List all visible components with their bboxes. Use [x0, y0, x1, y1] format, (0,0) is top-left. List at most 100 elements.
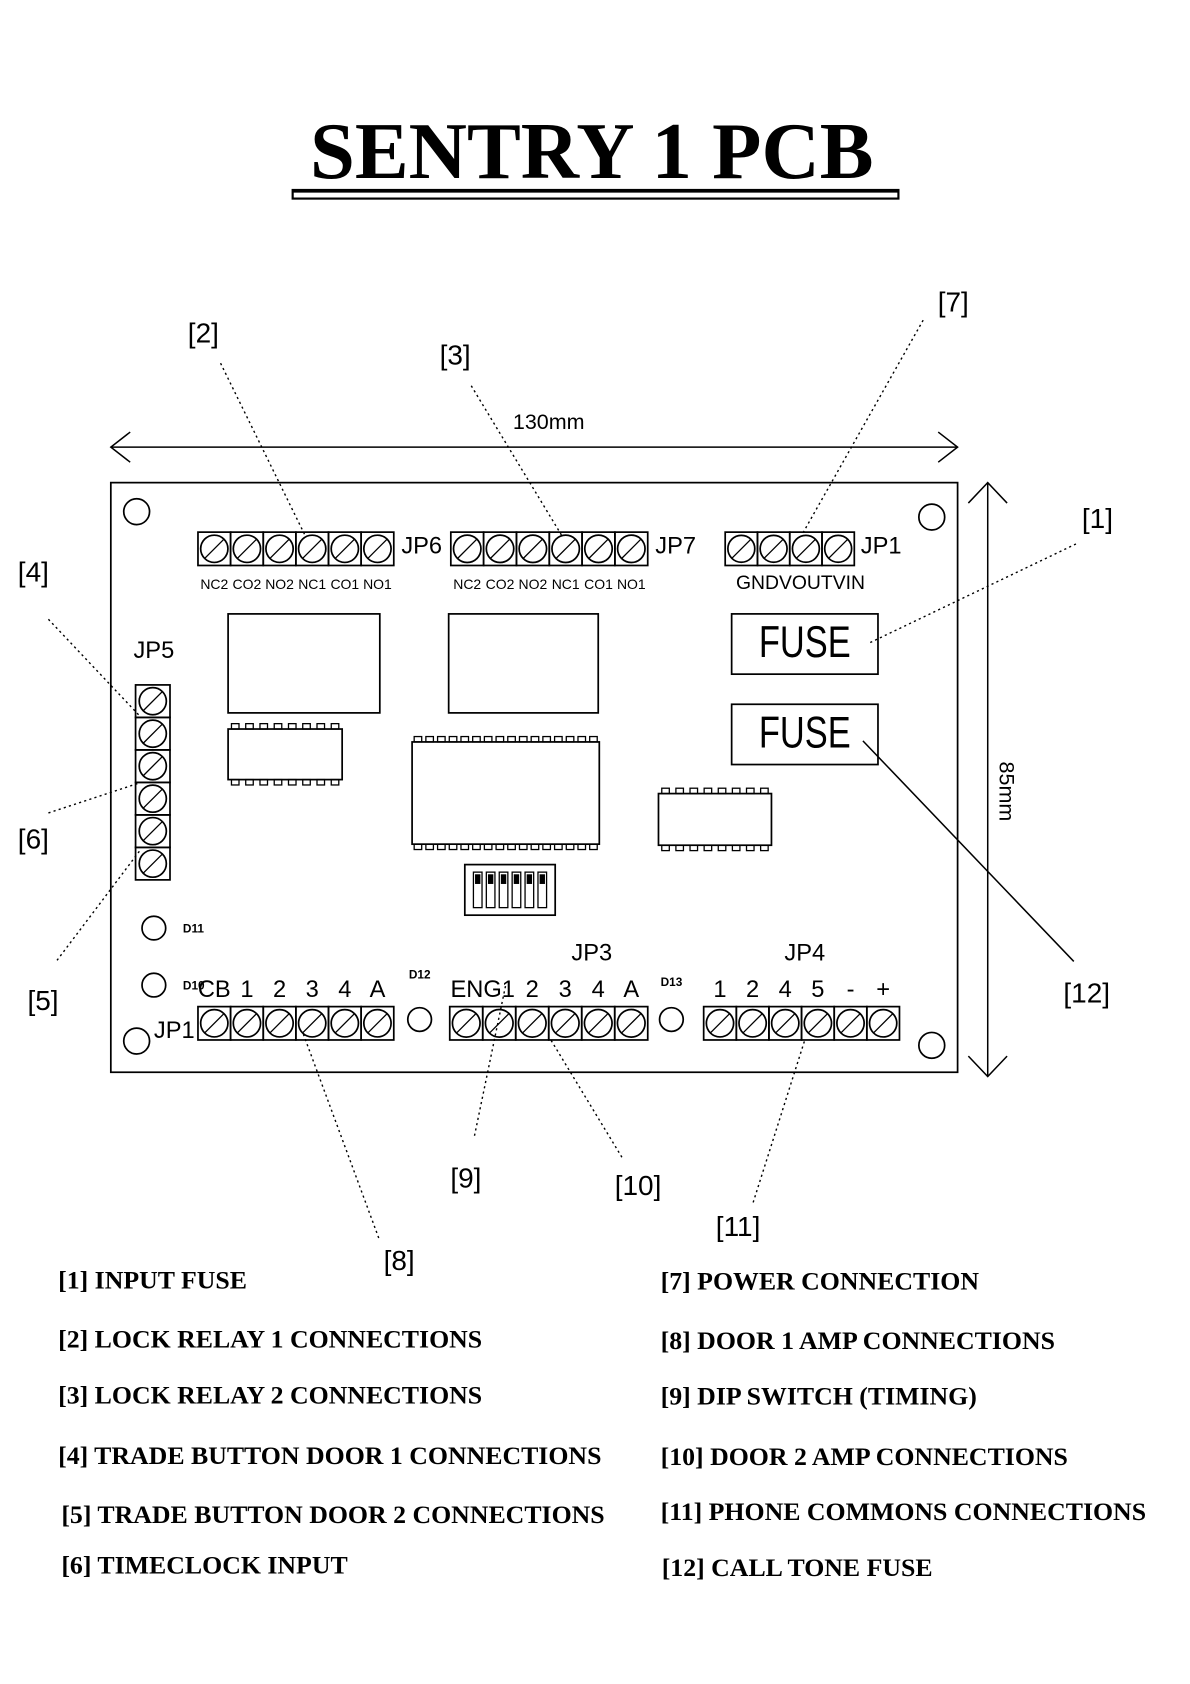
terminal-screw — [551, 534, 581, 564]
ic-pin — [302, 723, 311, 730]
callout-6: [6] — [18, 823, 49, 854]
ic-pin — [703, 844, 713, 852]
terminal-cell — [134, 846, 171, 881]
legend-item: [2] LOCK RELAY 1 CONNECTIONS — [58, 1325, 482, 1354]
dip-switch-lever — [537, 871, 548, 909]
dip-switch-lever — [498, 871, 509, 909]
ic-pin — [530, 735, 540, 743]
jp6-pin-label: NO2 — [265, 576, 294, 592]
screw-slot — [142, 756, 163, 777]
screw-slot — [807, 1013, 828, 1034]
ic-pin — [745, 844, 755, 852]
jp6-pin-label: NC2 — [200, 576, 228, 592]
ic-pin — [689, 787, 699, 795]
screw-slot — [588, 538, 609, 559]
callout-12: [12] — [1063, 977, 1110, 1008]
terminal-screw — [583, 534, 614, 564]
height-arrow-bottom — [967, 1055, 1008, 1078]
legend-item: [6] TIMECLOCK INPUT — [61, 1551, 347, 1580]
ic-pin — [507, 843, 516, 851]
jp4-label: JP4 — [784, 940, 825, 966]
jp7-pin-label: NC1 — [552, 576, 580, 592]
screw-slot — [236, 1013, 258, 1034]
jp1-door-pin-label: CB — [198, 977, 231, 1003]
relay-2 — [447, 613, 600, 714]
led-d12-body — [406, 1006, 433, 1033]
screw-slot — [621, 1013, 642, 1034]
terminal-cell — [614, 531, 649, 567]
jp1-door-pin-label: A — [370, 977, 386, 1003]
led-d12-label: D12 — [409, 968, 431, 982]
dip-switch-body — [463, 863, 557, 917]
terminal-cell — [613, 1005, 649, 1041]
height-arrow-top — [967, 481, 1008, 504]
screw-slot — [142, 691, 163, 712]
ic-pin — [302, 778, 311, 786]
ic-pin — [518, 735, 528, 743]
jp5-label: JP5 — [133, 638, 174, 664]
terminal-screw — [485, 534, 515, 564]
callout-2-leader — [219, 362, 307, 537]
screw-slot — [302, 538, 323, 559]
ic-pin — [460, 735, 470, 743]
legend-item: [10] DOOR 2 AMP CONNECTIONS — [661, 1442, 1068, 1471]
ic-pin — [661, 787, 670, 795]
mounting-hole-bottom-right — [918, 1031, 946, 1060]
terminal-screw — [199, 534, 229, 564]
ic-body — [657, 792, 773, 847]
ic-pin — [717, 787, 727, 795]
ic-pin — [316, 778, 326, 786]
legend-item: [11] PHONE COMMONS CONNECTIONS — [661, 1497, 1146, 1526]
jp3-pin-label: A — [623, 977, 639, 1003]
dip-switch-lever — [524, 871, 535, 909]
dip-switch-lever — [511, 871, 522, 909]
callout-7: [7] — [938, 287, 969, 318]
jp6-pin-label: CO1 — [330, 576, 359, 592]
callout-8: [8] — [384, 1245, 415, 1276]
ic-pin — [448, 735, 458, 743]
screw-slot — [204, 538, 225, 559]
callout-12-leader — [862, 740, 1075, 962]
terminal-screw — [550, 1008, 580, 1038]
relay-1 — [227, 613, 381, 714]
jp6-pin-label: CO2 — [233, 576, 262, 592]
ic-pin — [661, 844, 670, 852]
jp4-pin-label: 5 — [811, 977, 824, 1003]
dip-switch-knob — [539, 874, 545, 884]
callout-9: [9] — [450, 1162, 481, 1193]
jp4-pin-label: + — [876, 977, 890, 1003]
dip-switch-knob — [513, 874, 520, 884]
ic-pin — [553, 843, 563, 851]
callout-9-leader — [473, 984, 507, 1136]
terminal-screw — [705, 1008, 735, 1038]
ic-pin — [577, 843, 587, 851]
led-d13-label: D13 — [661, 975, 683, 989]
callout-1-leader — [869, 543, 1077, 644]
jp1-power-terminal-block: JP1 GNDVOUTVIN — [724, 531, 902, 594]
ic-pin — [731, 787, 741, 795]
screw-slot — [269, 1013, 290, 1034]
callout-10: [10] — [615, 1170, 662, 1201]
ic-pin — [703, 787, 713, 795]
ic-pin — [495, 843, 505, 851]
ic-body — [411, 741, 601, 846]
ic-pin — [495, 735, 505, 743]
screw-slot — [731, 538, 752, 559]
legend-item: [7] POWER CONNECTION — [661, 1267, 980, 1296]
terminal-screw — [738, 1008, 768, 1038]
jp3-pin-label: 2 — [526, 977, 539, 1003]
callout-3: [3] — [440, 339, 471, 370]
jp4-pin-label: - — [847, 977, 855, 1003]
title-block: SENTRY 1 PCB — [291, 107, 900, 200]
legend-item: [5] TRADE BUTTON DOOR 2 CONNECTIONS — [61, 1500, 604, 1529]
ic-pin — [507, 735, 516, 743]
callout-11-leader — [752, 1039, 806, 1203]
led-d11: D11 — [141, 915, 204, 941]
legend-item: [3] LOCK RELAY 2 CONNECTIONS — [58, 1381, 482, 1410]
screw-slot — [709, 1013, 731, 1034]
screw-slot — [555, 538, 576, 559]
terminal-screw — [138, 849, 168, 879]
screw-slot — [236, 538, 258, 559]
